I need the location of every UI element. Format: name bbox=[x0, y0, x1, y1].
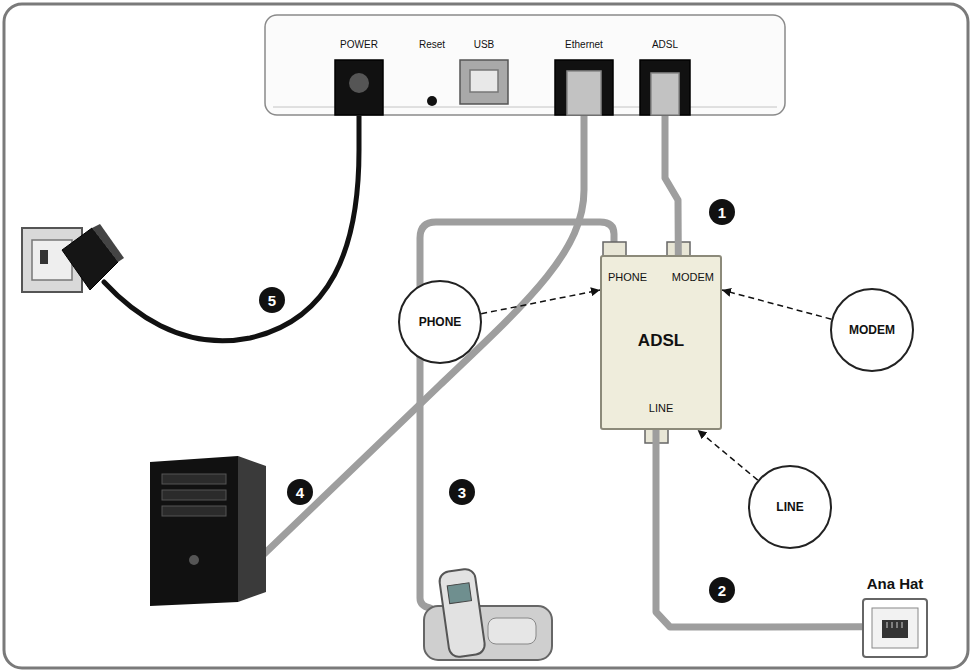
outlet-face bbox=[32, 240, 72, 280]
splitter-label: LINE bbox=[649, 402, 673, 414]
callout-label: MODEM bbox=[849, 323, 895, 337]
power-jack bbox=[349, 73, 369, 93]
callout-number: 3 bbox=[449, 479, 475, 505]
usb-socket bbox=[470, 70, 498, 92]
telephone bbox=[424, 568, 552, 660]
callout-number: 1 bbox=[709, 199, 735, 225]
drive-bay bbox=[162, 474, 226, 484]
adsl-plug bbox=[651, 73, 679, 115]
modem-back-panel: POWER Reset USB Ethernet ADSL bbox=[265, 15, 785, 115]
jack-pin bbox=[902, 622, 903, 628]
jack-pin bbox=[892, 622, 893, 628]
phone-cable bbox=[420, 222, 614, 608]
drive-bay bbox=[162, 506, 226, 516]
splitter-jack bbox=[603, 242, 626, 256]
callout-digit: 4 bbox=[296, 484, 304, 501]
port-callout: PHONE bbox=[398, 280, 482, 364]
outlet-hole bbox=[40, 250, 48, 264]
wall-socket: Ana Hat bbox=[862, 598, 928, 658]
callout-digit: 1 bbox=[718, 204, 726, 221]
power-adapter bbox=[62, 228, 118, 290]
callout-digit: 5 bbox=[268, 292, 276, 309]
modem-drawing bbox=[265, 15, 785, 115]
callout-arrow bbox=[722, 290, 831, 319]
cable bbox=[665, 115, 678, 255]
callout-number: 4 bbox=[287, 479, 313, 505]
callout-digit: 2 bbox=[718, 582, 726, 599]
splitter-label: ADSL bbox=[638, 331, 684, 351]
callout-number: 2 bbox=[709, 577, 735, 603]
reset-button bbox=[427, 96, 437, 106]
drive-bay bbox=[162, 490, 226, 500]
power-button bbox=[189, 555, 199, 565]
modem-body bbox=[265, 15, 785, 115]
cable bbox=[656, 430, 862, 627]
port-label: Reset bbox=[419, 39, 445, 50]
port-callout: MODEM bbox=[830, 288, 914, 372]
adsl-port bbox=[640, 60, 690, 115]
jack-pin bbox=[887, 622, 888, 628]
frame bbox=[4, 4, 968, 668]
splitter-label: MODEM bbox=[672, 271, 714, 283]
computer-front bbox=[150, 456, 238, 606]
callout-arrow bbox=[698, 430, 758, 480]
ethernet-port bbox=[555, 60, 613, 115]
callout-arrow bbox=[481, 290, 600, 314]
callout-label: LINE bbox=[776, 500, 803, 514]
socket-drawing bbox=[862, 598, 928, 658]
adsl-splitter: PHONE MODEM ADSL LINE bbox=[600, 255, 722, 430]
splitter-label: PHONE bbox=[608, 271, 647, 283]
ethernet-plug bbox=[567, 71, 601, 115]
port-label: ADSL bbox=[652, 39, 678, 50]
callout-number: 5 bbox=[259, 287, 285, 313]
jack-pin bbox=[897, 622, 898, 628]
port-label: POWER bbox=[340, 39, 378, 50]
port-label: USB bbox=[474, 39, 495, 50]
port-label: Ethernet bbox=[565, 39, 603, 50]
computer bbox=[150, 456, 266, 606]
callout-digit: 3 bbox=[458, 484, 466, 501]
socket-face bbox=[872, 608, 918, 648]
socket-label: Ana Hat bbox=[867, 575, 924, 592]
power-port bbox=[335, 60, 383, 115]
port-callout: LINE bbox=[748, 465, 832, 549]
computer-side bbox=[238, 456, 266, 602]
power-cable bbox=[104, 112, 359, 341]
power-adapter-side bbox=[92, 224, 124, 262]
phone-screen bbox=[447, 583, 471, 604]
phone-handset bbox=[438, 568, 486, 658]
callout-label: PHONE bbox=[419, 315, 462, 329]
usb-port bbox=[460, 60, 508, 104]
phone-keys bbox=[488, 618, 536, 644]
socket-jack bbox=[882, 620, 908, 638]
